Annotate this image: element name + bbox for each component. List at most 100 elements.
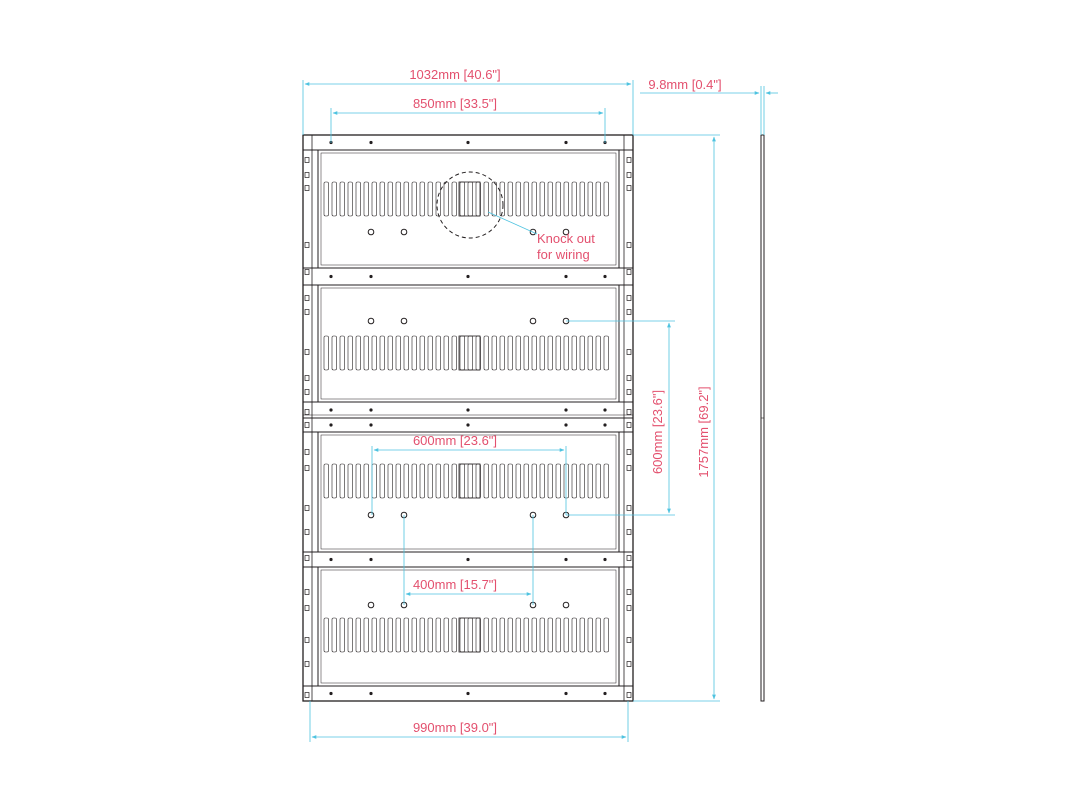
vent-slot bbox=[323, 181, 329, 217]
vent-slot bbox=[387, 617, 393, 653]
vent-slot bbox=[459, 335, 465, 371]
vent-slot bbox=[595, 463, 601, 499]
vent-slot bbox=[555, 463, 561, 499]
vent-slot bbox=[603, 617, 609, 653]
side-rail-hole bbox=[304, 529, 310, 535]
vent-slot bbox=[347, 617, 353, 653]
side-rail-hole bbox=[304, 349, 310, 355]
side-rail-hole bbox=[304, 637, 310, 643]
vent-slot bbox=[339, 181, 345, 217]
vent-slot bbox=[411, 463, 417, 499]
vent-slot bbox=[427, 617, 433, 653]
vent-slot bbox=[419, 617, 425, 653]
vent-slot bbox=[355, 463, 361, 499]
vent-slot bbox=[379, 181, 385, 217]
side-rail-hole bbox=[626, 242, 632, 248]
vent-slot bbox=[507, 181, 513, 217]
vent-slot bbox=[395, 463, 401, 499]
strip-screw bbox=[329, 408, 333, 412]
vent-slot bbox=[491, 181, 497, 217]
vent-slot bbox=[571, 335, 577, 371]
strip-screw bbox=[564, 557, 568, 562]
side-rail-hole bbox=[626, 637, 632, 643]
vent-slot bbox=[443, 181, 449, 217]
vent-slot bbox=[371, 463, 377, 499]
side-profile bbox=[760, 134, 765, 702]
vent-slot bbox=[395, 335, 401, 371]
vent-slot bbox=[571, 181, 577, 217]
panel-inner-4 bbox=[320, 569, 617, 684]
strip-screw bbox=[603, 557, 607, 562]
vent-slot bbox=[323, 463, 329, 499]
side-rail-hole bbox=[304, 449, 310, 455]
vent-slot bbox=[371, 335, 377, 371]
vent-slot bbox=[555, 617, 561, 653]
top-mount-spacing-label: 850mm [33.5"] bbox=[413, 96, 497, 111]
side-rail-hole bbox=[626, 309, 632, 315]
vertical-vesa-label: 600mm [23.6"] bbox=[650, 390, 665, 474]
vent-slot bbox=[419, 463, 425, 499]
vent-slot bbox=[515, 617, 521, 653]
vent-slot bbox=[427, 181, 433, 217]
vent-slot bbox=[387, 181, 393, 217]
vent-slot bbox=[507, 617, 513, 653]
vent-slot bbox=[347, 463, 353, 499]
side-rail-hole bbox=[626, 349, 632, 355]
mounting-hole bbox=[367, 601, 375, 609]
knockout-label-line1: Knock out bbox=[537, 231, 595, 246]
vent-slot bbox=[603, 463, 609, 499]
side-rail-hole bbox=[304, 185, 310, 191]
strip-screw bbox=[369, 274, 373, 279]
vent-slot bbox=[539, 181, 545, 217]
strip-screw bbox=[466, 274, 470, 279]
vent-slot bbox=[467, 181, 473, 217]
side-holes-group bbox=[304, 157, 632, 698]
vent-slot bbox=[379, 335, 385, 371]
vent-slot bbox=[435, 335, 441, 371]
vent-slot bbox=[451, 181, 457, 217]
vent-slot bbox=[411, 617, 417, 653]
side-rail-hole bbox=[304, 505, 310, 511]
strip-screw bbox=[564, 274, 568, 279]
vent-slot bbox=[571, 463, 577, 499]
strip-screw bbox=[603, 691, 607, 696]
mounting-hole bbox=[367, 511, 375, 519]
side-rail-hole bbox=[626, 295, 632, 301]
side-rail-hole bbox=[626, 529, 632, 535]
vent-slot bbox=[419, 181, 425, 217]
knockout-slot bbox=[458, 463, 481, 499]
side-rail-hole bbox=[626, 449, 632, 455]
vent-slot bbox=[355, 181, 361, 217]
vent-slot bbox=[483, 181, 489, 217]
vent-slot bbox=[531, 463, 537, 499]
vent-slot bbox=[587, 463, 593, 499]
vent-slot bbox=[467, 335, 473, 371]
vent-slot bbox=[515, 463, 521, 499]
side-rail-hole bbox=[304, 692, 310, 698]
vent-slot bbox=[555, 335, 561, 371]
side-rail-hole bbox=[626, 465, 632, 471]
vent-slot bbox=[443, 463, 449, 499]
side-rail-hole bbox=[304, 465, 310, 471]
strip-screw bbox=[564, 691, 568, 696]
mounting-hole bbox=[562, 601, 570, 609]
mounting-hole bbox=[529, 317, 537, 325]
knockout-label-line2: for wiring bbox=[537, 247, 590, 262]
vent-slot bbox=[563, 181, 569, 217]
vent-slot bbox=[467, 463, 473, 499]
vent-slot bbox=[339, 335, 345, 371]
vent-slot bbox=[363, 617, 369, 653]
strip-screw bbox=[564, 423, 568, 427]
vent-slot bbox=[595, 335, 601, 371]
panel-inner-3 bbox=[320, 434, 617, 550]
side-rail-hole bbox=[626, 605, 632, 611]
vent-slot bbox=[323, 335, 329, 371]
vent-slot bbox=[483, 463, 489, 499]
vent-slot bbox=[443, 617, 449, 653]
side-rail-hole bbox=[626, 692, 632, 698]
knockout-circle bbox=[436, 171, 504, 239]
vent-slot bbox=[459, 181, 465, 217]
strip-screw bbox=[329, 691, 333, 696]
vent-slot bbox=[579, 335, 585, 371]
